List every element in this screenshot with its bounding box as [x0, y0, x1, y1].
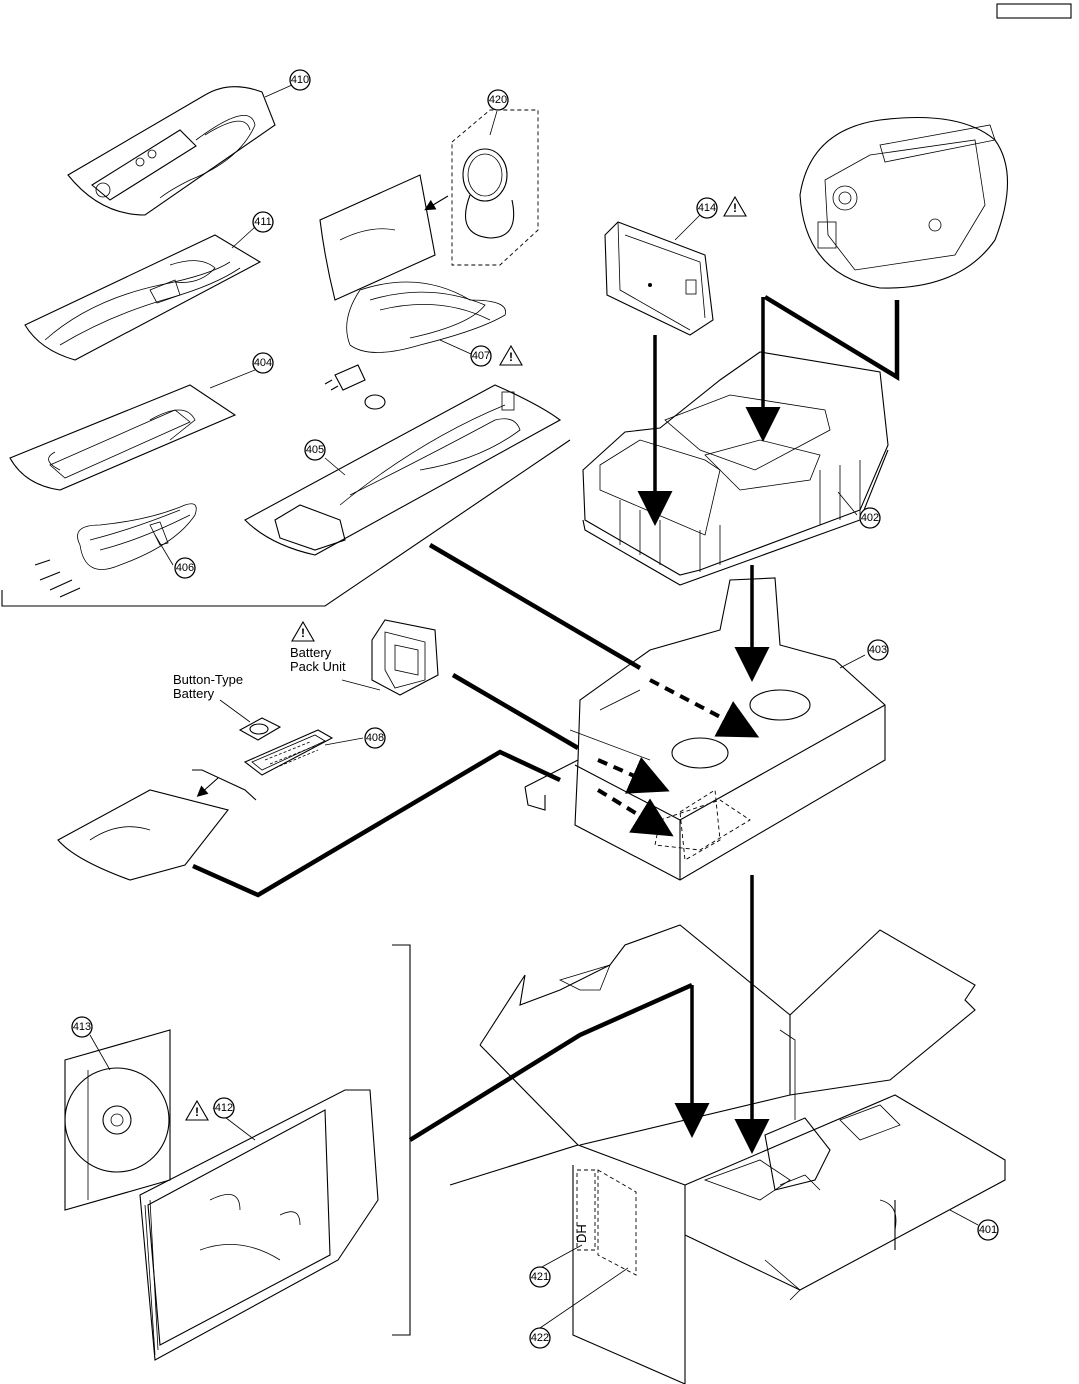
lens-cap-420 — [451, 109, 539, 266]
svg-text:!: ! — [195, 1105, 199, 1119]
shoulder-strap-bag-404 — [9, 384, 237, 491]
svg-text:!: ! — [733, 201, 737, 215]
callout-412: 412 — [213, 1097, 235, 1119]
svg-text:421: 421 — [531, 1271, 549, 1283]
callout-421: 421 — [529, 1266, 551, 1288]
manual-bracket — [392, 944, 411, 1336]
svg-text:414: 414 — [698, 202, 716, 214]
callout-401: 401 — [977, 1219, 999, 1241]
warning-triangle-icon: ! — [291, 620, 315, 642]
svg-text:!: ! — [509, 350, 513, 364]
accessory-bracket — [1, 439, 571, 607]
callout-405: 405 — [304, 439, 326, 461]
usb-cable-bag-411 — [24, 234, 262, 361]
box-print-dh: DH — [574, 1224, 589, 1243]
av-cable-406 — [34, 503, 197, 598]
callout-411: 411 — [252, 211, 274, 233]
svg-text:413: 413 — [73, 1021, 91, 1033]
ac-power-cord-407 — [324, 281, 506, 410]
packing-tray-402 — [582, 351, 889, 586]
svg-text:!: ! — [301, 626, 305, 640]
battery-pack-unit — [371, 619, 439, 696]
callout-420: 420 — [487, 89, 509, 111]
ac-adaptor-414 — [604, 221, 714, 336]
camera-in-bag — [799, 116, 1008, 289]
svg-text:410: 410 — [291, 74, 309, 86]
svg-text:412: 412 — [215, 1102, 233, 1114]
warning-triangle-icon: ! — [499, 344, 523, 366]
battery-pack-label-2: Pack Unit — [290, 659, 346, 674]
svg-text:407: 407 — [472, 350, 490, 362]
warning-triangle-icon: ! — [185, 1099, 209, 1121]
leader-lines — [89, 84, 979, 1329]
remote-control-408 — [243, 729, 334, 776]
button-type-battery — [238, 717, 282, 741]
svg-text:408: 408 — [366, 732, 384, 744]
remote-cable-bag-410 — [67, 86, 276, 216]
poly-bag — [57, 789, 229, 881]
page-number-box — [996, 3, 1072, 19]
callout-408: 408 — [364, 727, 386, 749]
carton-insert-403 — [524, 577, 886, 881]
callout-422: 422 — [529, 1327, 551, 1349]
callout-414: 414 — [696, 197, 718, 219]
warning-triangle-icon: ! — [723, 195, 747, 217]
outer-carton-401: DH — [449, 924, 1006, 1384]
svg-text:402: 402 — [861, 512, 879, 524]
callout-403: 403 — [867, 639, 889, 661]
button-battery-label-1: Button-Type — [173, 672, 243, 687]
svg-text:420: 420 — [489, 94, 507, 106]
svg-text:401: 401 — [979, 1224, 997, 1236]
svg-text:403: 403 — [869, 644, 887, 656]
button-battery-label-2: Battery — [173, 686, 215, 701]
svg-text:406: 406 — [176, 562, 194, 574]
callout-406: 406 — [174, 557, 196, 579]
dc-cable-bag-405 — [244, 384, 562, 556]
svg-text:404: 404 — [254, 357, 272, 369]
callout-402: 402 — [859, 507, 881, 529]
poly-bag — [319, 174, 436, 301]
cd-rom-413 — [64, 1029, 171, 1211]
callout-413: 413 — [71, 1016, 93, 1038]
callout-404: 404 — [252, 352, 274, 374]
callout-410: 410 — [289, 69, 311, 91]
operating-instructions-412 — [139, 1089, 379, 1361]
svg-text:405: 405 — [306, 444, 324, 456]
battery-pack-label-1: Battery — [290, 645, 332, 660]
svg-text:411: 411 — [254, 216, 272, 228]
svg-text:422: 422 — [531, 1332, 549, 1344]
callout-407: 407 — [470, 345, 492, 367]
